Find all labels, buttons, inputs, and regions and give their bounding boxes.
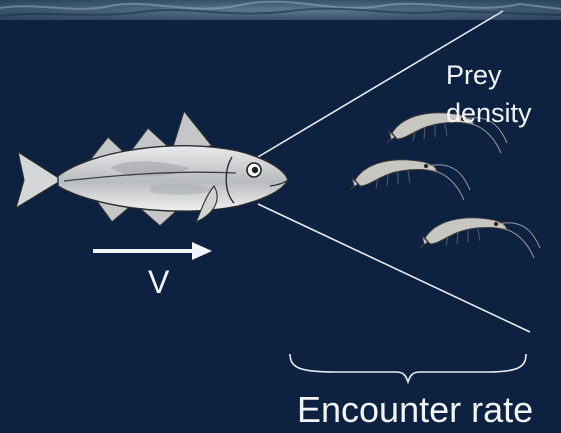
encounter-rate-label: Encounter rate xyxy=(297,392,533,428)
prey-density-line-2: density xyxy=(446,94,532,132)
prey-density-label: Prey density xyxy=(446,56,532,132)
shrimp-icon xyxy=(420,218,540,258)
velocity-label: V xyxy=(148,266,169,298)
curly-brace-icon xyxy=(290,354,526,382)
cod-fish-icon xyxy=(16,111,288,226)
water-texture-strip xyxy=(0,0,561,20)
prey-density-line-1: Prey xyxy=(446,56,532,94)
arrow-right-icon xyxy=(93,242,212,260)
shrimp-icon xyxy=(350,160,470,200)
